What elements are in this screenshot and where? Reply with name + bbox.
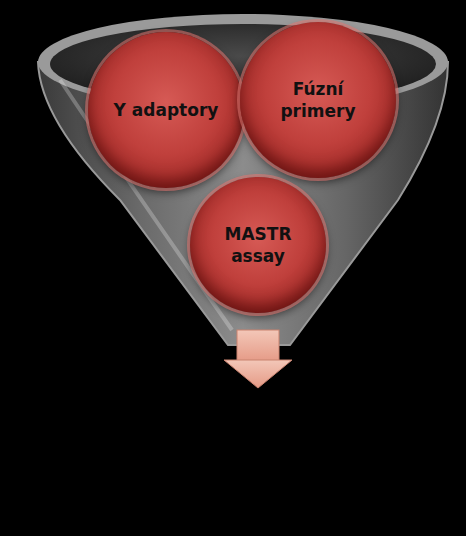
red-circle: Fúzní primery [240, 22, 396, 178]
arrow-head [224, 360, 292, 388]
circle-label: Y adaptory [96, 99, 237, 121]
red-circle: MASTR assay [190, 177, 326, 313]
red-circle: Y adaptory [88, 32, 244, 188]
circle-label: Fúzní primery [240, 78, 396, 122]
arrow-shaft [237, 330, 279, 362]
circle-label: MASTR assay [190, 223, 326, 267]
